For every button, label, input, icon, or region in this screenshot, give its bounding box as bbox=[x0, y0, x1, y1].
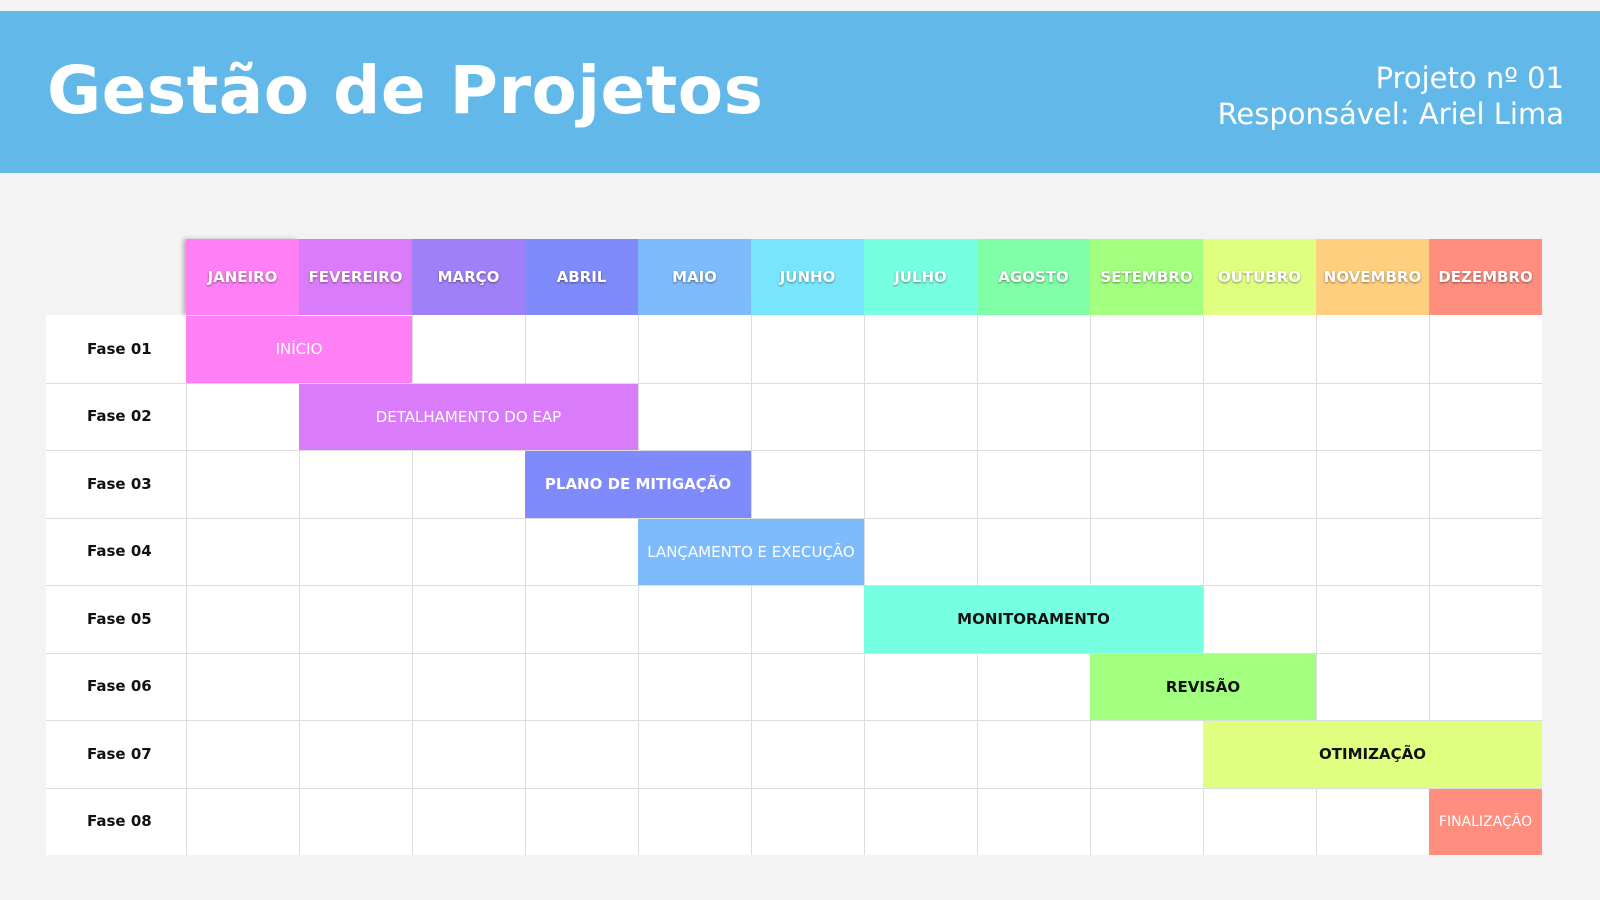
grid-hline bbox=[46, 383, 1542, 384]
month-header-maio: MAIO bbox=[638, 239, 751, 315]
grid-hline bbox=[46, 788, 1542, 789]
task-bar-lancamento-e-execucao: LANÇAMENTO E EXECUÇÃO bbox=[638, 518, 864, 585]
project-responsible: Responsável: Ariel Lima bbox=[1217, 97, 1564, 131]
grid-hline bbox=[46, 720, 1542, 721]
project-info: Projeto nº 01 Responsável: Ariel Lima bbox=[1218, 60, 1564, 132]
month-header-junho: JUNHO bbox=[751, 239, 864, 315]
page-title: Gestão de Projetos bbox=[47, 52, 764, 129]
project-number: Projeto nº 01 bbox=[1375, 61, 1564, 95]
phase-label: Fase 05 bbox=[87, 609, 152, 628]
phase-label: Fase 03 bbox=[87, 474, 152, 493]
task-bar-inicio: INÍCIO bbox=[186, 316, 412, 383]
task-bar-revisao: REVISÃO bbox=[1090, 653, 1316, 720]
phase-label: Fase 02 bbox=[87, 407, 152, 425]
phase-label: Fase 04 bbox=[87, 542, 152, 560]
month-header-abril: ABRIL bbox=[525, 239, 638, 315]
phase-label: Fase 07 bbox=[87, 744, 152, 763]
month-header-marco: MARÇO bbox=[412, 239, 525, 315]
phase-label: Fase 08 bbox=[87, 812, 152, 830]
grid-hline bbox=[46, 585, 1542, 586]
grid-hline bbox=[46, 450, 1542, 451]
task-bar-finalizacao: FINALIZAÇÃO bbox=[1429, 788, 1542, 855]
month-header-setembro: SETEMBRO bbox=[1090, 239, 1203, 315]
task-bar-plano-de-mitigacao: PLANO DE MITIGAÇÃO bbox=[525, 451, 751, 518]
grid-hline bbox=[46, 653, 1542, 654]
phase-label: Fase 01 bbox=[87, 339, 152, 358]
month-header-dezembro: DEZEMBRO bbox=[1429, 239, 1542, 315]
month-header-julho: JULHO bbox=[864, 239, 977, 315]
header-band bbox=[0, 11, 1600, 173]
month-header-novembro: NOVEMBRO bbox=[1316, 239, 1429, 315]
task-bar-otimizacao: OTIMIZAÇÃO bbox=[1203, 721, 1542, 788]
month-header-fevereiro: FEVEREIRO bbox=[299, 239, 412, 315]
month-header-outubro: OUTUBRO bbox=[1203, 239, 1316, 315]
month-header-agosto: AGOSTO bbox=[977, 239, 1090, 315]
task-bar-detalhamento-do-eap: DETALHAMENTO DO EAP bbox=[299, 383, 638, 450]
task-bar-monitoramento: MONITORAMENTO bbox=[864, 586, 1203, 653]
phase-label: Fase 06 bbox=[87, 677, 152, 695]
month-header-janeiro: JANEIRO bbox=[186, 239, 299, 315]
